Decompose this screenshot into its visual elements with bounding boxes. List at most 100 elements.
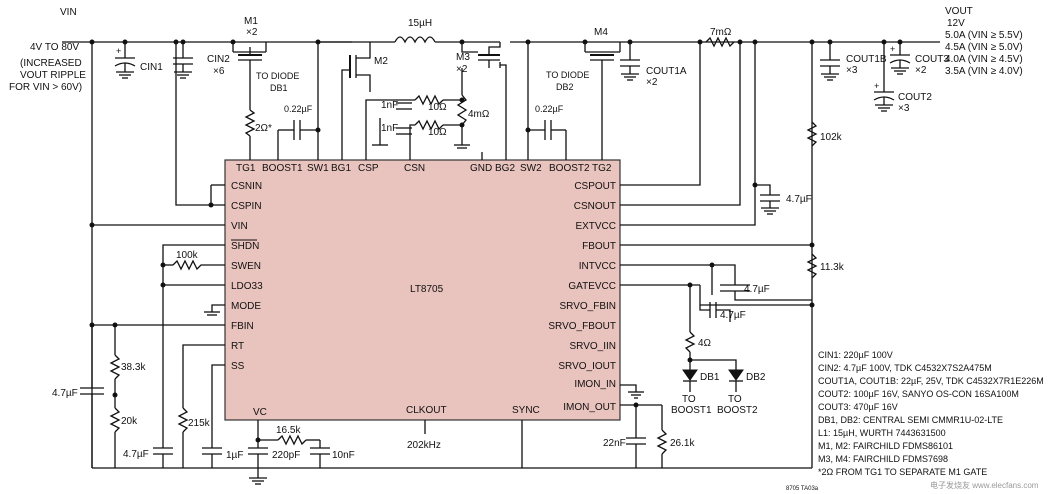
cin2-label: CIN2: [207, 54, 230, 65]
note-7: L1: 15µH, WURTH 7443631500: [818, 428, 946, 438]
m3-label: M3: [456, 52, 470, 63]
c-vin: 4.7µF: [52, 325, 104, 468]
pin-mode: MODE: [231, 301, 261, 312]
pin-ldo33: LDO33: [231, 281, 263, 292]
vin-range: 4V TO 80V: [30, 42, 79, 53]
m1-label: M1: [244, 16, 258, 27]
c-extvcc-label: 4.7µF: [786, 194, 812, 205]
cout1a-label: COUT1A: [646, 66, 687, 77]
db1-label: DB1: [700, 372, 720, 383]
sense-filter-network: 10Ω 10Ω 1nF 1nF 4mΩ: [365, 68, 490, 160]
pin-tg1: TG1: [236, 163, 256, 174]
node-dot: [525, 39, 531, 45]
cin2-capacitor: CIN2 ×6: [173, 39, 230, 79]
r-out-sense-label: 7mΩ: [710, 27, 732, 38]
svg-text:+: +: [890, 44, 895, 54]
r-102k-label: 102k: [820, 132, 843, 143]
pin-ss: SS: [231, 361, 245, 372]
ic-bottom-pin-labels: VC CLKOUT SYNC: [253, 405, 540, 418]
vin-label: VIN: [60, 7, 77, 18]
cout1b-label: COUT1B: [846, 54, 887, 65]
note-5: COUT3: 470µF 16V: [818, 402, 898, 412]
ss-capacitor: 1µF: [202, 364, 243, 468]
pin-vin: VIN: [231, 221, 248, 232]
pin-swen: SWEN: [231, 261, 261, 272]
r-2ohm: 2Ω*: [244, 109, 272, 160]
node-dot: [89, 39, 95, 45]
vin-label-block: VIN 4V TO 80V (INCREASED VOUT RIPPLE FOR…: [9, 7, 95, 93]
vout-label-block: VOUT 12V 5.0A (VIN ≥ 5.5V) 4.5A (VIN ≥ 5…: [945, 6, 1023, 77]
node-dot: [809, 242, 815, 248]
pin-extvcc: EXTVCC: [575, 221, 616, 232]
m1-mosfet: M1 ×2 TO DIODE DB1: [230, 16, 299, 110]
cout1b-mult: ×3: [846, 65, 858, 76]
cout3-capacitor: + COUT3 ×2: [889, 39, 949, 76]
vout-current-2: 4.5A (VIN ≥ 5.0V): [945, 42, 1023, 53]
cout2-capacitor: + COUT2 ×3: [873, 39, 932, 114]
pin-clkout: CLKOUT: [406, 405, 447, 416]
vout-label: VOUT: [945, 6, 973, 17]
db1-diode: [682, 369, 698, 381]
watermark: 电子发烧友 www.elecfans.com: [930, 480, 1039, 490]
db2-label: DB2: [746, 372, 766, 383]
pin-srvo-fbout: SRVO_FBOUT: [548, 321, 616, 332]
c-boost2: 0.22µF: [525, 104, 567, 160]
cin1-label: CIN1: [140, 62, 163, 73]
pin-gatevcc: GATEVCC: [568, 281, 616, 292]
cout1a-capacitor: COUT1A ×2: [620, 39, 687, 88]
node-dot: [525, 127, 531, 133]
to-diode-db2-line1: TO DIODE: [546, 70, 589, 80]
imon-wiring: 22nF 26.1k: [603, 384, 695, 468]
r-26-1k-label: 26.1k: [670, 438, 695, 449]
pin-rt: RT: [231, 341, 244, 352]
mode-wiring: [204, 304, 225, 316]
svg-text:+: +: [874, 81, 879, 91]
cout2-label: COUT2: [898, 92, 932, 103]
note-3: COUT1A, COUT1B: 22µF, 25V, TDK C4532X7R1…: [818, 376, 1044, 386]
figure-id: 8705 TA03a: [786, 486, 819, 492]
ic-right-pin-labels: CSPOUT CSNOUT EXTVCC FBOUT INTVCC GATEVC…: [548, 181, 616, 413]
c-intvcc-label: 4.7µF: [744, 284, 770, 295]
cin1-capacitor: + CIN1: [114, 39, 163, 79]
gnd-bg2-wiring: [481, 62, 507, 160]
ic-left-pin-labels: CSNIN CSPIN VIN SHDN SWEN LDO33 MODE FBI…: [231, 181, 263, 372]
m4-label: M4: [594, 27, 608, 38]
r-20k-label: 20k: [121, 416, 138, 427]
c-vin-label: 4.7µF: [52, 388, 78, 399]
svg-text:+: +: [116, 46, 121, 56]
r-2ohm-label: 2Ω*: [255, 123, 272, 134]
pin-imon-out: IMON_OUT: [563, 402, 616, 413]
vc-compensation: 16.5k 220pF 10nF: [248, 420, 355, 485]
m1-mult: ×2: [246, 27, 258, 38]
fbin-divider: 38.3k 20k: [89, 322, 225, 468]
c-1nf-b-label: 1nF: [381, 123, 398, 134]
m4-mosfet: M4 TO DIODE DB2: [546, 27, 621, 160]
c-boost1-label: 0.22µF: [284, 104, 313, 114]
vout-current-1: 5.0A (VIN ≥ 5.5V): [945, 30, 1023, 41]
c-gatevcc-label: 4.7µF: [720, 310, 746, 321]
node-dot: [881, 39, 887, 45]
to-boost1-line1: TO: [682, 394, 696, 405]
node-dot: [752, 182, 758, 188]
ic-top-pin-labels: TG1 BOOST1 SW1 BG1 CSP CSN GND BG2 SW2 B…: [236, 163, 612, 174]
node-dot: [809, 39, 815, 45]
extvcc-wiring: 4.7µF: [620, 39, 812, 226]
pin-bg2: BG2: [495, 163, 515, 174]
sw1-node: [315, 39, 395, 160]
cout1b-capacitor: COUT1B ×3: [820, 39, 887, 81]
pin-vc: VC: [253, 407, 267, 418]
c-ldo-label: 4.7µF: [123, 449, 149, 460]
c-ss-label: 1µF: [226, 450, 243, 461]
rt-resistor: 215k: [177, 344, 225, 468]
c-boost1: 0.22µF: [277, 104, 321, 160]
r-38-3k-label: 38.3k: [121, 362, 146, 373]
shdn-swen-wiring: 100k: [160, 244, 225, 305]
vout-current-4: 3.5A (VIN ≥ 4.0V): [945, 66, 1023, 77]
c-22nf-label: 22nF: [603, 438, 626, 449]
to-diode-db1-line2: DB1: [270, 83, 288, 93]
to-boost1-line2: BOOST1: [671, 405, 712, 416]
pin-csnout: CSNOUT: [574, 201, 616, 212]
c-220pf-label: 220pF: [272, 450, 300, 461]
pin-fbin: FBIN: [231, 321, 254, 332]
